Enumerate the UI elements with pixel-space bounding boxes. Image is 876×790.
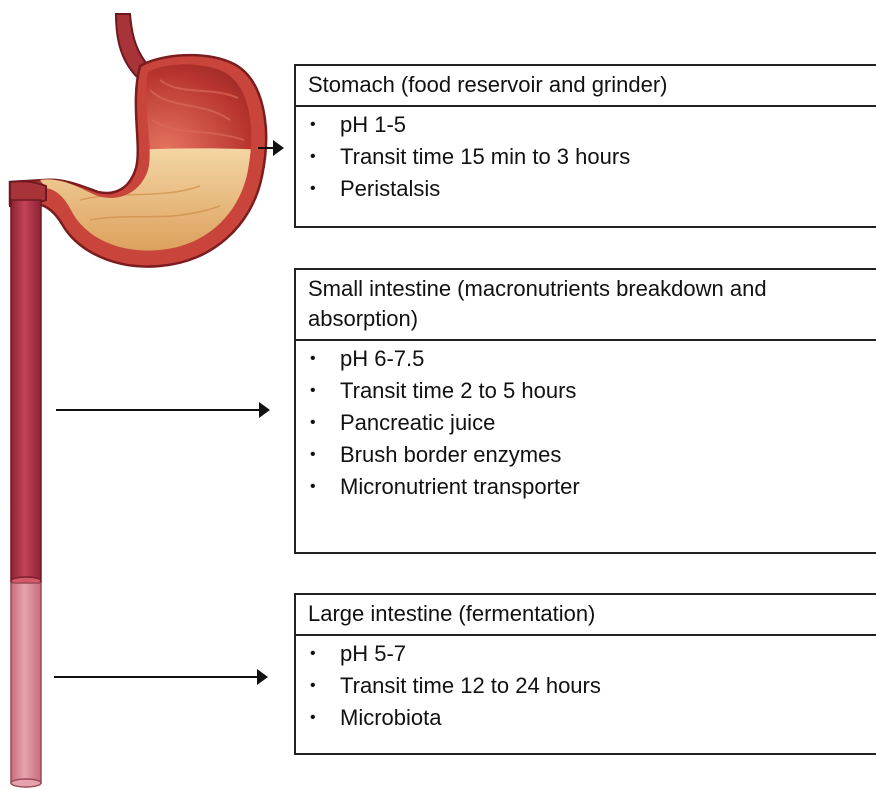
large-intestine-tube: [11, 583, 41, 783]
stomach-box: Stomach (food reservoir and grinder) pH …: [294, 64, 876, 228]
list-item: Transit time 2 to 5 hours: [296, 375, 876, 407]
small-intestine-arrow: [56, 409, 268, 411]
list-item: Micronutrient transporter: [296, 471, 876, 503]
list-item: pH 5-7: [296, 638, 876, 670]
list-item: Peristalsis: [296, 173, 876, 205]
list-item: Pancreatic juice: [296, 407, 876, 439]
large-intestine-list: pH 5-7 Transit time 12 to 24 hours Micro…: [296, 636, 876, 734]
list-item: Brush border enzymes: [296, 439, 876, 471]
small-intestine-list: pH 6-7.5 Transit time 2 to 5 hours Pancr…: [296, 341, 876, 503]
small-intestine-title: Small intestine (macronutrients breakdow…: [296, 270, 876, 341]
list-item: Transit time 15 min to 3 hours: [296, 141, 876, 173]
stomach-title: Stomach (food reservoir and grinder): [296, 66, 876, 107]
digestive-tract-illustration: [0, 0, 300, 790]
list-item: Microbiota: [296, 702, 876, 734]
list-item: pH 6-7.5: [296, 343, 876, 375]
large-intestine-title: Large intestine (fermentation): [296, 595, 876, 636]
large-intestine-box: Large intestine (fermentation) pH 5-7 Tr…: [294, 593, 876, 755]
large-intestine-arrow: [54, 676, 266, 678]
stomach-arrow: [258, 147, 282, 149]
list-item: Transit time 12 to 24 hours: [296, 670, 876, 702]
list-item: pH 1-5: [296, 109, 876, 141]
small-intestine-tube: [11, 200, 41, 582]
small-intestine-box: Small intestine (macronutrients breakdow…: [294, 268, 876, 554]
stomach-list: pH 1-5 Transit time 15 min to 3 hours Pe…: [296, 107, 876, 205]
